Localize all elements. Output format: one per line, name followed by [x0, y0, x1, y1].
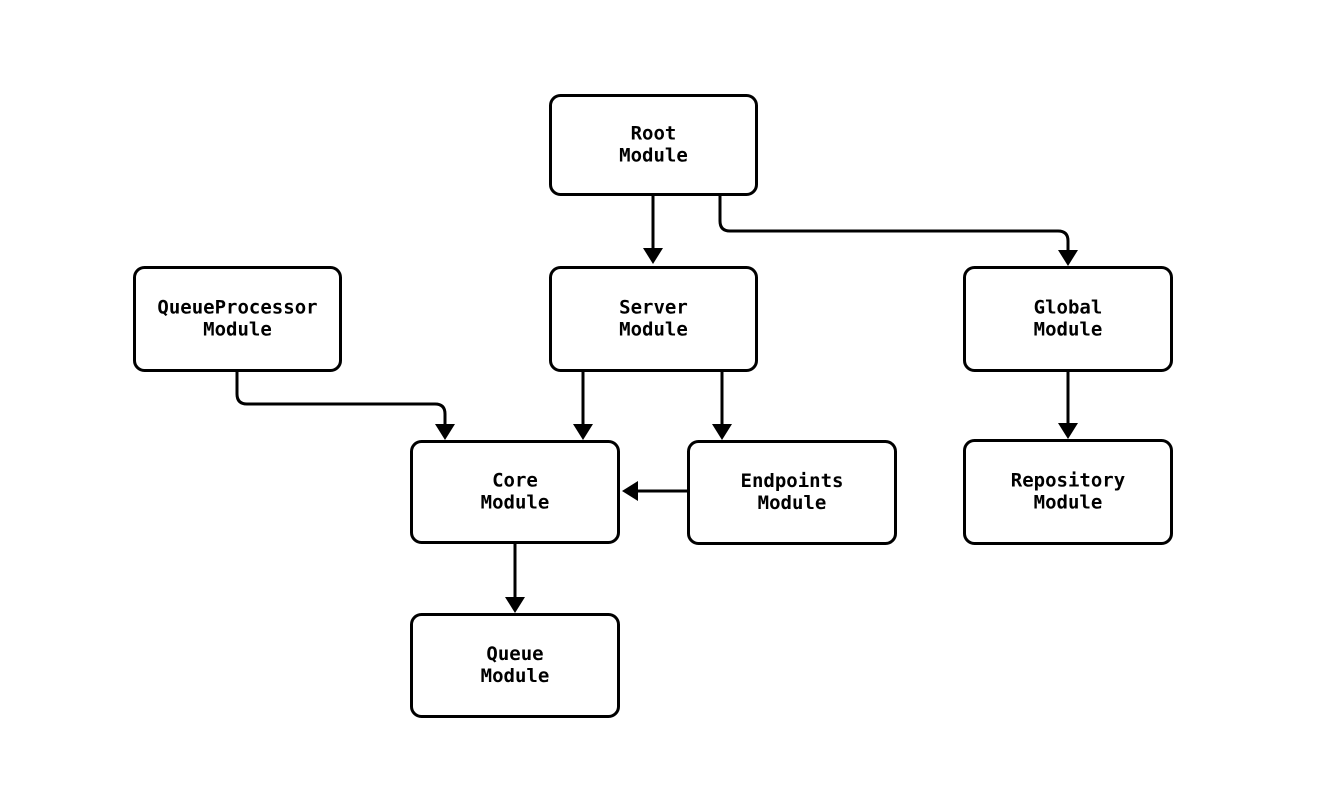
edges-layer	[235, 196, 1078, 613]
node-label-line: Module	[481, 665, 550, 687]
node-label-line: Module	[481, 492, 550, 514]
node-label-line: Module	[619, 145, 688, 167]
nodes-layer: RootModuleQueueProcessorModuleServerModu…	[133, 94, 1173, 718]
edge-endpoints-to-core	[622, 481, 687, 501]
arrow-head-icon	[505, 597, 525, 613]
node-box[interactable]	[549, 266, 758, 372]
node-label-line: Module	[758, 492, 827, 514]
node-box[interactable]	[410, 440, 620, 544]
node-label-line: Module	[619, 319, 688, 341]
edge-core-to-queue	[505, 544, 525, 613]
edge-global-to-repository	[1058, 372, 1078, 439]
edge-server-to-endpoints	[712, 372, 732, 440]
arrow-head-icon	[435, 424, 455, 440]
node-box[interactable]	[963, 266, 1173, 372]
arrow-head-icon	[573, 424, 593, 440]
node-label-line: Module	[1034, 319, 1103, 341]
arrow-head-icon	[1058, 250, 1078, 266]
arrow-head-icon	[643, 248, 663, 264]
node-label-line: Root	[631, 123, 677, 145]
node-label-line: Queue	[486, 643, 543, 665]
node-label-line: QueueProcessor	[157, 297, 317, 319]
node-label-line: Repository	[1011, 470, 1125, 492]
edge-root-to-global	[718, 196, 1078, 266]
node-label-line: Core	[492, 470, 538, 492]
node-label-line: Module	[203, 319, 272, 341]
node-label-line: Module	[1034, 492, 1103, 514]
edge-queueprocessor-to-core	[235, 372, 455, 440]
node-box[interactable]	[410, 613, 620, 718]
edge-root-to-server	[643, 196, 663, 264]
edge-server-to-core	[573, 372, 593, 440]
node-label-line: Endpoints	[741, 470, 844, 492]
node-box[interactable]	[687, 440, 897, 545]
arrow-head-icon	[1058, 423, 1078, 439]
node-label-line: Server	[619, 297, 688, 319]
node-box[interactable]	[963, 439, 1173, 545]
edge-line	[235, 372, 447, 424]
node-box[interactable]	[133, 266, 342, 372]
arrow-head-icon	[622, 481, 638, 501]
edge-line	[718, 196, 1070, 250]
node-box[interactable]	[549, 94, 758, 196]
arrow-head-icon	[712, 424, 732, 440]
node-label-line: Global	[1034, 297, 1103, 319]
